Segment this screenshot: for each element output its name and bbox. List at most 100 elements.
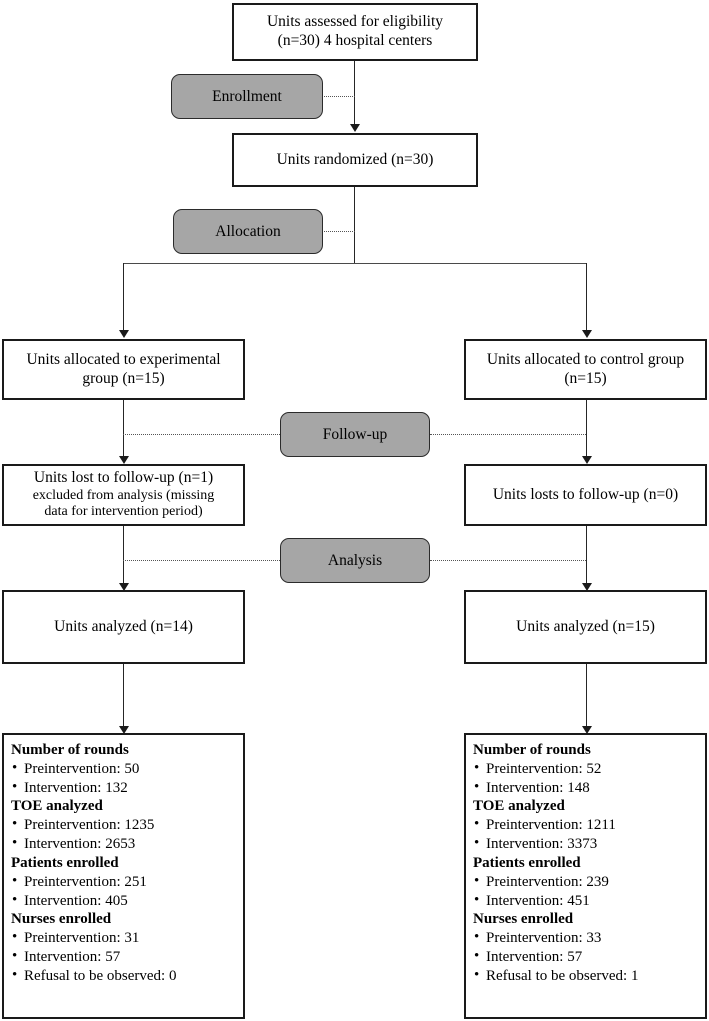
node-analyzed-experimental-line-1: Units analyzed (n=14) bbox=[54, 617, 193, 635]
connector-branch-right-arm bbox=[586, 263, 587, 331]
details-experimental-heading-1: TOE analyzed bbox=[11, 798, 103, 815]
node-allocated-control-line-2: (n=15) bbox=[564, 369, 607, 387]
node-followup-experimental-line-1: Units lost to follow-up (n=1) bbox=[33, 468, 214, 486]
node-followup-experimental-line-3: data for intervention period) bbox=[44, 504, 203, 520]
bullet-icon: • bbox=[474, 872, 480, 889]
node-units-randomized: Units randomized (n=30) bbox=[232, 133, 478, 187]
connector-analysis-dotted-left bbox=[123, 560, 280, 561]
bullet-icon: • bbox=[12, 778, 18, 795]
stage-label-follow-up: Follow-up bbox=[280, 412, 430, 457]
connector-analysis-dotted-right bbox=[430, 560, 586, 561]
connector-allocated-experimental-to-followup bbox=[123, 400, 124, 457]
bullet-icon: • bbox=[12, 872, 18, 889]
arrowhead-details-experimental bbox=[119, 726, 129, 734]
bullet-icon: • bbox=[12, 891, 18, 908]
details-control-item-0-0: •Preintervention: 52 bbox=[474, 759, 602, 777]
details-control-item-1-0: •Preintervention: 1211 bbox=[474, 816, 616, 834]
arrowhead-branch-left bbox=[119, 330, 129, 338]
details-experimental-item-2-1: •Intervention: 405 bbox=[12, 891, 128, 909]
details-control-item-0-1: •Intervention: 148 bbox=[474, 778, 590, 796]
node-units-randomized-line-1: Units randomized (n=30) bbox=[276, 150, 434, 168]
bullet-icon: • bbox=[12, 929, 18, 946]
node-allocated-experimental-line-1: Units allocated to experimental bbox=[26, 350, 221, 368]
node-followup-control-line-1: Units losts to follow-up (n=0) bbox=[492, 485, 679, 503]
details-control-item-2-1: •Intervention: 451 bbox=[474, 891, 590, 909]
bullet-icon: • bbox=[474, 929, 480, 946]
details-control-heading-1: TOE analyzed bbox=[473, 798, 565, 815]
stage-label-analysis: Analysis bbox=[280, 538, 430, 583]
connector-follow-up-dotted-right bbox=[430, 434, 586, 435]
details-experimental-item-1-0: •Preintervention: 1235 bbox=[12, 816, 155, 834]
details-control-heading-2: Patients enrolled bbox=[473, 854, 581, 871]
node-units-assessed-line-1: Units assessed for eligibility bbox=[266, 13, 444, 31]
connector-branch-left-arm bbox=[123, 263, 124, 331]
node-followup-experimental-line-2: excluded from analysis (missing bbox=[32, 487, 215, 503]
bullet-icon: • bbox=[474, 835, 480, 852]
details-control-item-3-1: •Intervention: 57 bbox=[474, 947, 583, 965]
stage-label-allocation-text: Allocation bbox=[215, 222, 281, 240]
details-control: Number of rounds •Preintervention: 52 •I… bbox=[464, 733, 707, 1019]
arrowhead-assessed-to-randomized bbox=[350, 124, 360, 132]
bullet-icon: • bbox=[474, 947, 480, 964]
details-experimental-item-0-1: •Intervention: 132 bbox=[12, 778, 128, 796]
connector-analyzed-control-to-details bbox=[586, 664, 587, 727]
details-experimental-heading-2: Patients enrolled bbox=[11, 854, 119, 871]
node-followup-control: Units losts to follow-up (n=0) bbox=[464, 464, 707, 526]
details-control-heading-3: Nurses enrolled bbox=[473, 911, 574, 928]
details-experimental-heading-0: Number of rounds bbox=[11, 742, 129, 758]
details-control-item-1-1: •Intervention: 3373 bbox=[474, 835, 598, 853]
bullet-icon: • bbox=[12, 759, 18, 776]
connector-follow-up-dotted-left bbox=[123, 434, 280, 435]
connector-allocated-control-to-followup bbox=[586, 400, 587, 457]
node-allocated-experimental-line-2: group (n=15) bbox=[82, 369, 165, 387]
bullet-icon: • bbox=[474, 891, 480, 908]
connector-analyzed-experimental-to-details bbox=[123, 664, 124, 727]
details-experimental-heading-3: Nurses enrolled bbox=[11, 911, 112, 928]
node-analyzed-control: Units analyzed (n=15) bbox=[464, 590, 707, 664]
node-allocated-control-line-1: Units allocated to control group bbox=[486, 350, 685, 368]
stage-label-enrollment: Enrollment bbox=[171, 74, 323, 119]
arrowhead-followup-control bbox=[582, 456, 592, 464]
arrowhead-analyzed-control bbox=[582, 583, 592, 591]
arrowhead-analyzed-experimental bbox=[119, 583, 129, 591]
bullet-icon: • bbox=[474, 778, 480, 795]
bullet-icon: • bbox=[474, 759, 480, 776]
stage-label-follow-up-text: Follow-up bbox=[322, 425, 388, 443]
arrowhead-branch-right bbox=[582, 330, 592, 338]
node-followup-experimental: Units lost to follow-up (n=1) excluded f… bbox=[2, 464, 245, 526]
arrowhead-details-control bbox=[582, 726, 592, 734]
details-experimental: Number of rounds •Preintervention: 50 •I… bbox=[2, 733, 245, 1019]
stage-label-enrollment-text: Enrollment bbox=[212, 87, 282, 105]
bullet-icon: • bbox=[474, 966, 480, 983]
stage-label-analysis-text: Analysis bbox=[327, 551, 383, 569]
node-analyzed-experimental: Units analyzed (n=14) bbox=[2, 590, 245, 664]
details-experimental-item-2-0: •Preintervention: 251 bbox=[12, 872, 147, 890]
details-experimental-item-1-1: •Intervention: 2653 bbox=[12, 835, 136, 853]
details-control-item-3-0: •Preintervention: 33 bbox=[474, 929, 602, 947]
details-control-item-2-0: •Preintervention: 239 bbox=[474, 872, 609, 890]
details-experimental-item-3-2: •Refusal to be observed: 0 bbox=[12, 966, 177, 984]
connector-followup-experimental-to-analyzed bbox=[123, 526, 124, 584]
details-control-heading-0: Number of rounds bbox=[473, 742, 591, 758]
connector-followup-control-to-analyzed bbox=[586, 526, 587, 584]
connector-assessed-to-randomized bbox=[354, 61, 355, 125]
bullet-icon: • bbox=[12, 816, 18, 833]
details-experimental-item-3-1: •Intervention: 57 bbox=[12, 947, 121, 965]
node-allocated-control: Units allocated to control group (n=15) bbox=[464, 339, 707, 400]
connector-branch-horizontal bbox=[123, 263, 586, 264]
stage-label-allocation: Allocation bbox=[173, 209, 323, 254]
bullet-icon: • bbox=[474, 816, 480, 833]
bullet-icon: • bbox=[12, 947, 18, 964]
connector-enrollment-dotted bbox=[322, 96, 355, 97]
details-control-item-3-2: •Refusal to be observed: 1 bbox=[474, 966, 639, 984]
connector-randomized-trunk bbox=[354, 187, 355, 264]
arrowhead-followup-experimental bbox=[119, 456, 129, 464]
bullet-icon: • bbox=[12, 835, 18, 852]
node-units-assessed-line-2: (n=30) 4 hospital centers bbox=[277, 32, 433, 49]
connector-allocation-dotted bbox=[322, 231, 355, 232]
node-allocated-experimental: Units allocated to experimental group (n… bbox=[2, 339, 245, 400]
node-analyzed-control-line-1: Units analyzed (n=15) bbox=[516, 617, 655, 635]
details-experimental-item-0-0: •Preintervention: 50 bbox=[12, 759, 140, 777]
bullet-icon: • bbox=[12, 966, 18, 983]
